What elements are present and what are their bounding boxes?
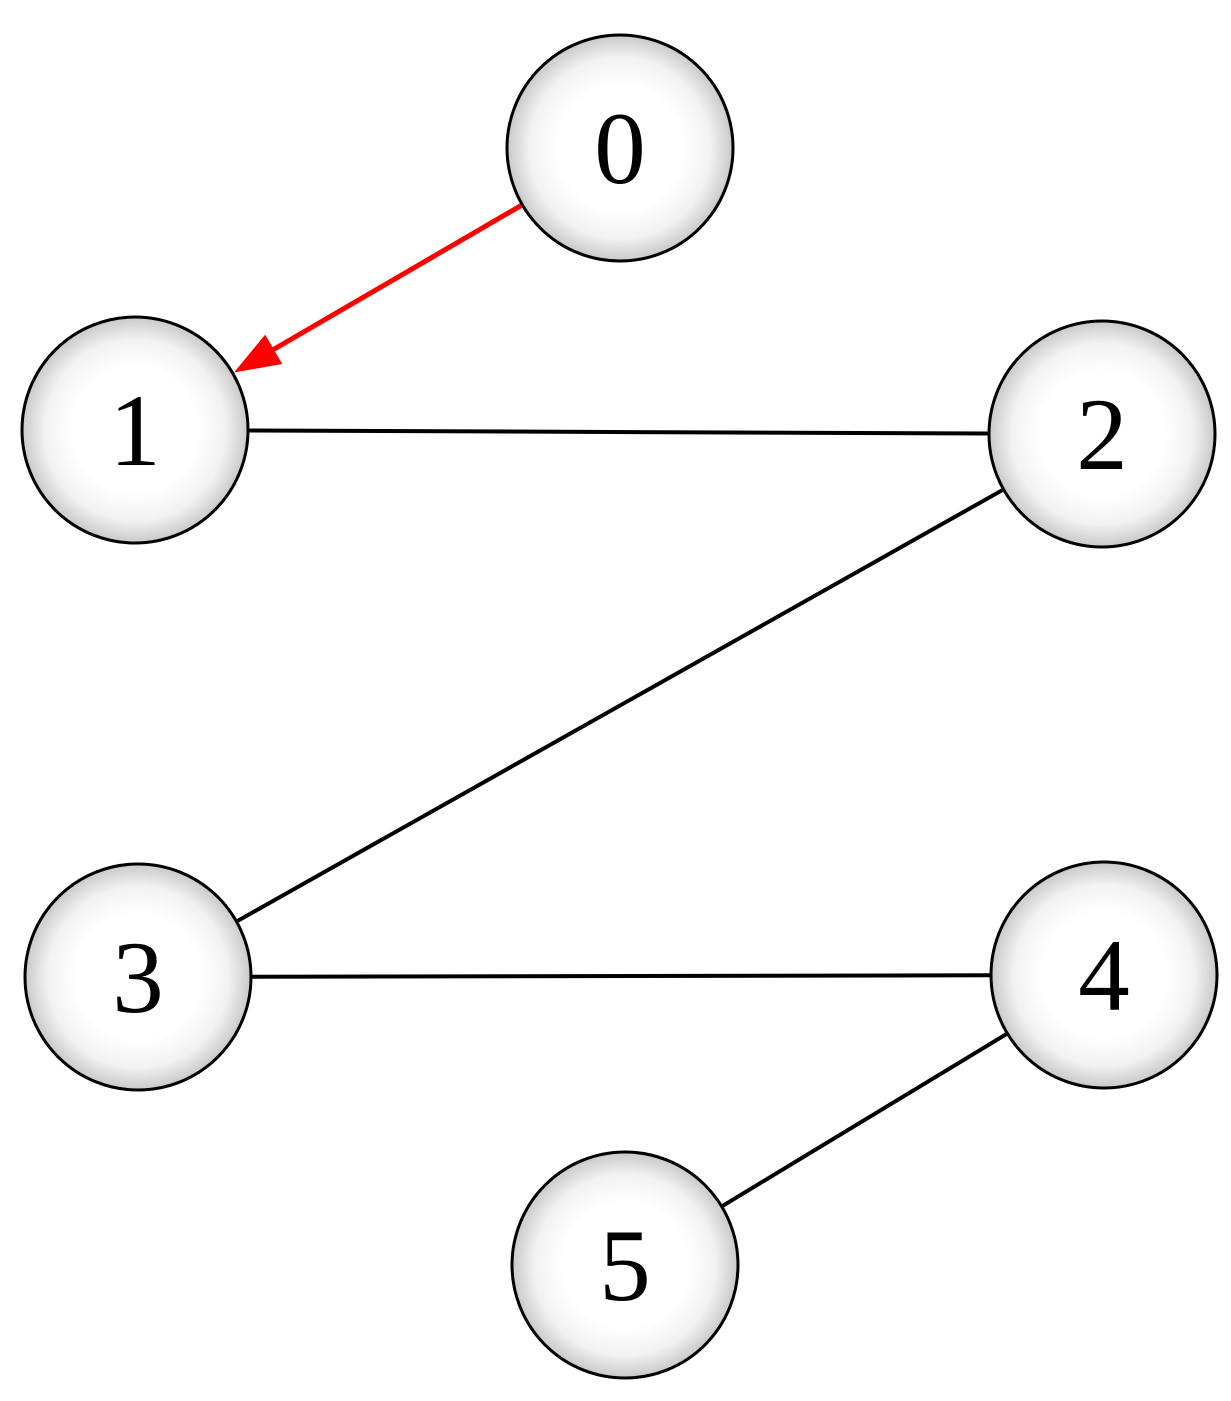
node-label-2: 2 — [1076, 378, 1128, 492]
edge-2-3 — [236, 488, 1004, 923]
node-3[interactable]: 3 — [23, 862, 253, 1092]
node-label-3: 3 — [112, 921, 164, 1035]
node-2[interactable]: 2 — [987, 319, 1217, 549]
nodes-layer: 0 1 2 3 4 5 — [20, 33, 1219, 1380]
node-circle-3[interactable] — [23, 862, 253, 1092]
node-label-5: 5 — [599, 1209, 651, 1323]
node-4[interactable]: 4 — [989, 860, 1219, 1090]
node-0[interactable]: 0 — [505, 33, 735, 263]
edges-layer — [233, 203, 1008, 1208]
edge-4-5 — [721, 1032, 1008, 1208]
node-circle-5[interactable] — [510, 1150, 740, 1380]
node-circle-0[interactable] — [505, 33, 735, 263]
node-circle-4[interactable] — [989, 860, 1219, 1090]
arrowhead-0-1 — [233, 334, 283, 373]
node-5[interactable]: 5 — [510, 1150, 740, 1380]
edge-3-4 — [252, 973, 990, 979]
node-circle-1[interactable] — [20, 315, 250, 545]
edge-1-2 — [249, 428, 988, 436]
edge-0-1 — [262, 203, 523, 358]
node-label-0: 0 — [594, 92, 646, 206]
node-label-4: 4 — [1078, 919, 1130, 1033]
node-label-1: 1 — [109, 374, 161, 488]
node-circle-2[interactable] — [987, 319, 1217, 549]
node-1[interactable]: 1 — [20, 315, 250, 545]
